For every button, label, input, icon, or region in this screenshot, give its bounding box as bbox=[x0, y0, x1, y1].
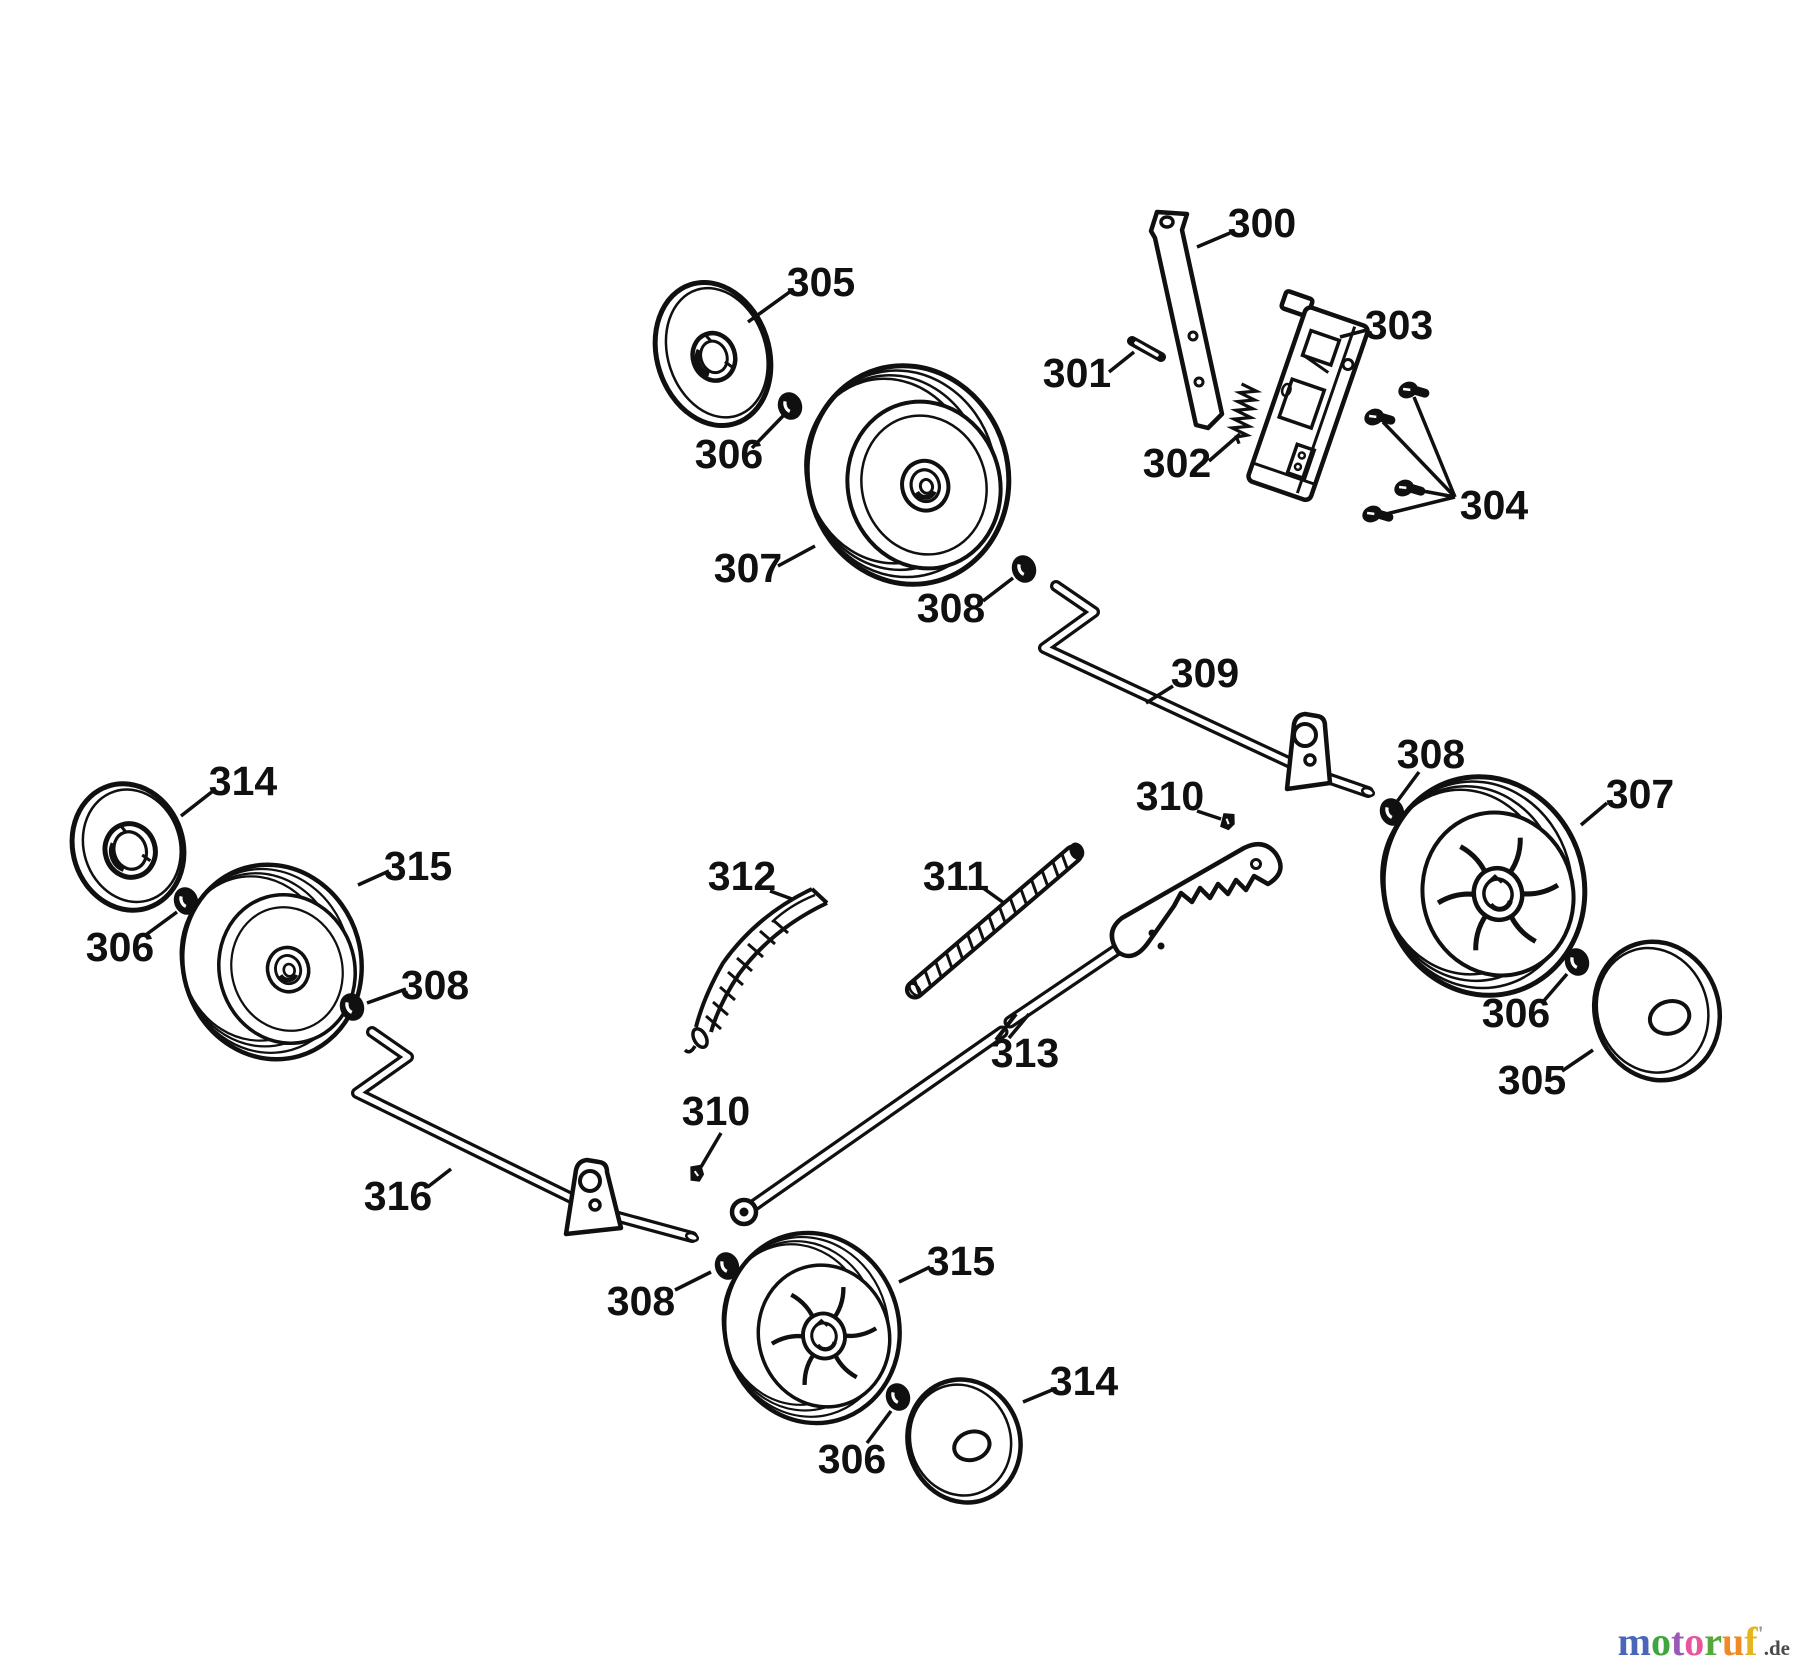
callout-307-top: 307 bbox=[714, 544, 816, 591]
callout-315-left: 315 bbox=[357, 843, 452, 889]
part-307-wheel-spoked bbox=[1358, 753, 1611, 1020]
watermark-motoruf: motoruf'.de bbox=[1618, 1622, 1790, 1662]
watermark-letter: r bbox=[1704, 1619, 1723, 1664]
part-314-hubcap-plain bbox=[905, 1377, 1023, 1505]
part-312-ratchet-segment bbox=[683, 887, 829, 1054]
part-310-clip bbox=[1218, 810, 1238, 833]
callout-label: 310 bbox=[1136, 773, 1204, 819]
part-301-pin bbox=[1127, 336, 1166, 362]
callout-label: 302 bbox=[1143, 440, 1211, 486]
callout-label: 306 bbox=[695, 431, 763, 477]
callout-308-right: 308 bbox=[1394, 731, 1465, 805]
part-311-threaded-rod bbox=[904, 842, 1085, 1000]
watermark-letter: f bbox=[1744, 1619, 1758, 1664]
axle-end-cap bbox=[1360, 786, 1376, 798]
callout-305-top: 305 bbox=[746, 259, 855, 324]
callout-label: 308 bbox=[1397, 731, 1465, 777]
part-305-hubcap-keyed bbox=[652, 279, 774, 429]
callout-label: 313 bbox=[991, 1030, 1059, 1076]
part-305-hubcap-plain bbox=[1591, 939, 1723, 1083]
axle-end-cap bbox=[684, 1231, 700, 1243]
callout-306-top: 306 bbox=[695, 414, 785, 477]
watermark-letter: m bbox=[1617, 1619, 1651, 1664]
part-302-spring bbox=[1226, 382, 1263, 445]
callout-label: 311 bbox=[923, 853, 989, 899]
callout-301: 301 bbox=[1043, 350, 1136, 396]
callout-label: 301 bbox=[1043, 350, 1111, 396]
callout-label: 300 bbox=[1228, 200, 1296, 246]
callout-310-upper: 310 bbox=[1136, 773, 1222, 821]
callouts: 305 306 307 300 301 302 303 304 bbox=[86, 200, 1674, 1482]
part-316-front-axle bbox=[351, 1026, 700, 1243]
watermark-tick: ' bbox=[1757, 1621, 1764, 1646]
lever-head bbox=[1109, 841, 1283, 959]
watermark-letter: t bbox=[1670, 1619, 1685, 1664]
part-303-bracket-plate bbox=[1246, 289, 1370, 503]
watermark-suffix: .de bbox=[1763, 1636, 1790, 1660]
callout-306-right: 306 bbox=[1482, 972, 1569, 1036]
callout-label: 315 bbox=[384, 843, 452, 889]
part-315-wheel-smooth bbox=[159, 843, 384, 1080]
callout-label: 314 bbox=[1050, 1358, 1119, 1404]
callout-label: 305 bbox=[787, 259, 855, 305]
callout-316: 316 bbox=[364, 1167, 453, 1219]
callout-label: 308 bbox=[917, 585, 985, 631]
callout-306-bottom: 306 bbox=[818, 1409, 893, 1482]
callout-label: 308 bbox=[607, 1278, 675, 1324]
callout-308-left: 308 bbox=[366, 962, 469, 1008]
callout-306-left: 306 bbox=[86, 910, 179, 970]
callout-309: 309 bbox=[1145, 650, 1239, 705]
callout-label: 308 bbox=[401, 962, 469, 1008]
callout-label: 310 bbox=[682, 1088, 750, 1134]
watermark-letter: o bbox=[1650, 1619, 1671, 1664]
callout-308-top: 308 bbox=[917, 576, 1015, 631]
part-307-wheel-smooth bbox=[782, 342, 1035, 609]
callout-label: 316 bbox=[364, 1173, 432, 1219]
callout-label: 306 bbox=[86, 924, 154, 970]
callout-300: 300 bbox=[1196, 200, 1296, 249]
part-313-height-lever bbox=[729, 841, 1283, 1227]
callout-label: 315 bbox=[927, 1238, 995, 1284]
watermark-letter: u bbox=[1722, 1619, 1745, 1664]
callout-314-bottom: 314 bbox=[1022, 1358, 1119, 1404]
callout-312: 312 bbox=[708, 853, 793, 901]
callout-305-right: 305 bbox=[1498, 1048, 1594, 1103]
callout-302: 302 bbox=[1143, 432, 1242, 486]
callout-label: 307 bbox=[1606, 771, 1674, 817]
callout-label: 303 bbox=[1365, 302, 1433, 348]
part-314-hubcap-keyed bbox=[69, 781, 187, 913]
callout-314-left: 314 bbox=[179, 758, 278, 818]
callout-313: 313 bbox=[991, 1012, 1059, 1076]
callout-label: 307 bbox=[714, 545, 782, 591]
callout-label: 304 bbox=[1460, 482, 1529, 528]
watermark-letter: o bbox=[1684, 1619, 1705, 1664]
callout-label: 306 bbox=[818, 1436, 886, 1482]
callout-315-bottom: 315 bbox=[898, 1238, 995, 1284]
callout-311: 311 bbox=[923, 853, 1006, 905]
callout-label: 309 bbox=[1171, 650, 1239, 696]
callout-303: 303 bbox=[1339, 302, 1433, 348]
part-315-wheel-spoked bbox=[702, 1212, 922, 1444]
callout-310-lower: 310 bbox=[682, 1088, 750, 1168]
part-309-rear-axle bbox=[1038, 580, 1376, 798]
callout-label: 305 bbox=[1498, 1057, 1566, 1103]
callout-label: 306 bbox=[1482, 990, 1550, 1036]
part-308-flange-nut bbox=[1006, 550, 1042, 588]
callout-label: 314 bbox=[209, 758, 278, 804]
callout-label: 312 bbox=[708, 853, 776, 899]
callout-308-bottom: 308 bbox=[607, 1270, 712, 1324]
callout-307-right: 307 bbox=[1579, 771, 1674, 827]
callout-304: 304 bbox=[1381, 396, 1529, 528]
part-300-adjuster-strap bbox=[1148, 209, 1225, 431]
